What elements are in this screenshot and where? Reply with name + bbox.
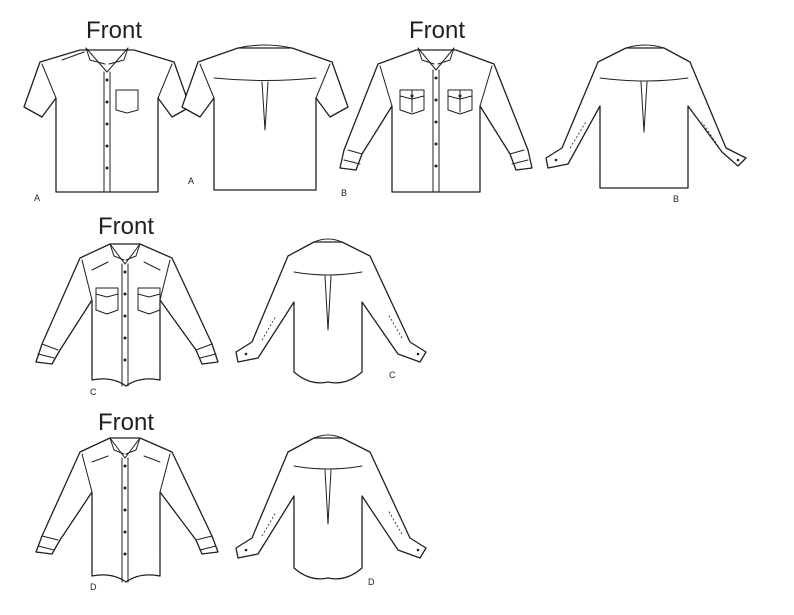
view-d-back-letter: D <box>368 577 375 587</box>
view-d: Front D D <box>35 409 427 592</box>
view-b: Front B B <box>339 17 747 204</box>
view-b-front-heading: Front <box>409 17 465 44</box>
view-a-back-drawing <box>181 44 349 191</box>
view-a: Front A A <box>23 17 349 203</box>
view-b-back-letter: B <box>673 194 679 204</box>
view-a-front-drawing <box>23 47 191 193</box>
view-b-back-drawing <box>545 44 747 189</box>
view-b-front-letter: B <box>341 188 347 198</box>
view-c-front-drawing <box>35 243 219 387</box>
view-c-front-letter: C <box>90 387 97 397</box>
view-c-back-drawing <box>235 238 427 384</box>
view-d-front-drawing <box>35 437 219 583</box>
view-c-back-letter: C <box>389 370 396 380</box>
view-a-front-heading: Front <box>86 17 142 44</box>
view-a-back-letter: A <box>188 176 194 186</box>
view-d-front-letter: D <box>90 582 97 592</box>
view-d-front-heading: Front <box>98 409 154 436</box>
view-b-front-drawing <box>339 47 533 193</box>
view-c: Front C C <box>35 213 427 397</box>
view-d-back-drawing <box>235 434 427 580</box>
view-c-front-heading: Front <box>98 213 154 240</box>
view-a-front-letter: A <box>34 193 40 203</box>
